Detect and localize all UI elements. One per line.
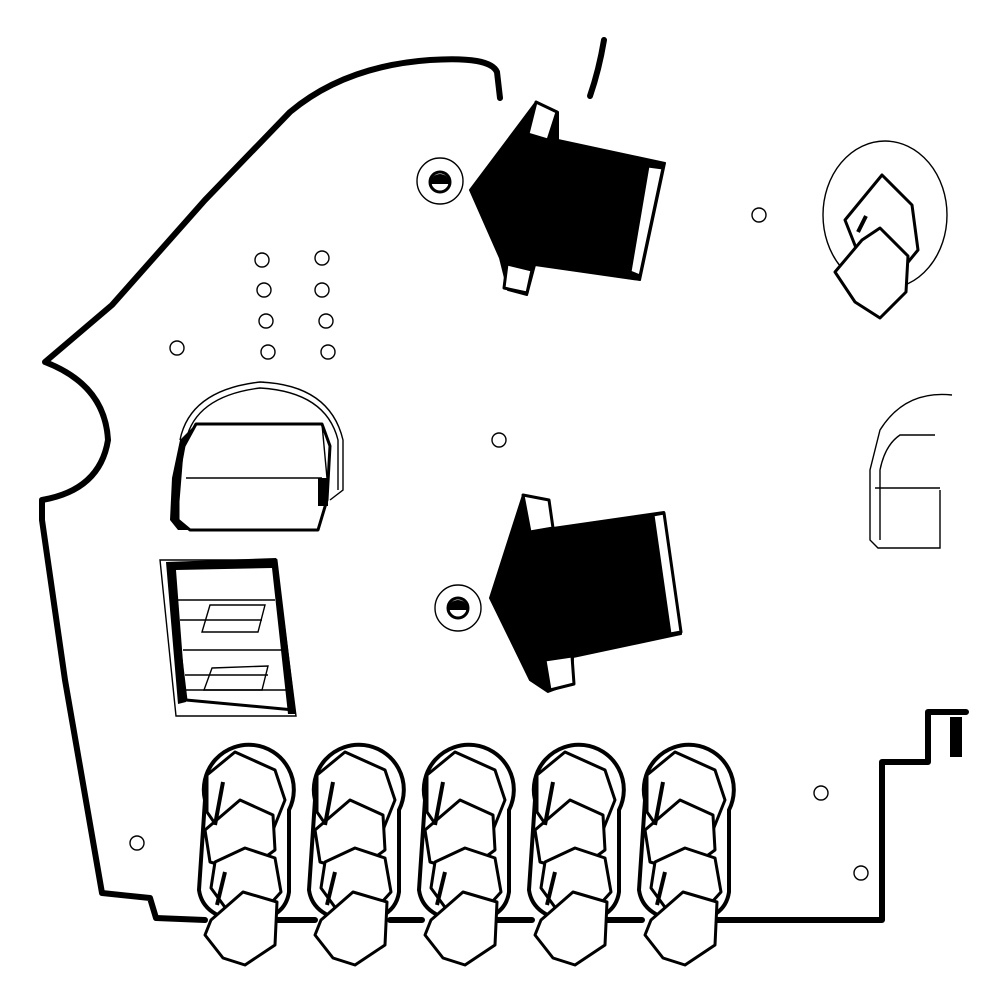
- terminal-slot: [323, 781, 335, 826]
- relay-footprint: [179, 381, 344, 501]
- terminal-tip: [203, 890, 279, 967]
- via: [314, 250, 330, 266]
- relay-body: [176, 422, 332, 532]
- terminal-slot: [215, 871, 227, 906]
- via: [169, 340, 185, 356]
- relay-frame-edge: [166, 558, 296, 714]
- connector-ferrule-band: [651, 511, 683, 636]
- relay-contact: [201, 604, 266, 633]
- via: [254, 252, 270, 268]
- terminal-slot: [325, 871, 337, 906]
- relay-footprint-inner: [185, 387, 339, 490]
- board-outline: [39, 56, 969, 923]
- connector-latch-top: [526, 100, 559, 142]
- crimp-terminal-upper-right: [822, 140, 948, 320]
- relay-seam: [321, 423, 328, 479]
- board-edge-fragment: [587, 37, 607, 99]
- via: [129, 835, 145, 851]
- crimp-terminal: [416, 742, 516, 967]
- via: [258, 313, 274, 329]
- via: [491, 432, 507, 448]
- via-grid: [254, 250, 336, 360]
- terminal-slot: [545, 871, 557, 906]
- connector-latch-bottom: [502, 262, 534, 295]
- crimp-terminal: [196, 742, 296, 967]
- terminal-slot: [435, 871, 447, 906]
- terminal-tip: [313, 890, 389, 967]
- via: [320, 344, 336, 360]
- connector-body: [469, 101, 666, 296]
- terminal-slot: [433, 781, 445, 826]
- terminal-slot: [543, 781, 555, 826]
- via: [813, 785, 829, 801]
- fiber-connector-top: [416, 100, 666, 296]
- terminal-tip: [643, 890, 719, 967]
- via: [260, 344, 276, 360]
- edge-tab: [950, 717, 962, 757]
- relay-pin: [318, 478, 328, 506]
- relay-upper: [170, 381, 344, 532]
- connector-body: [489, 494, 682, 693]
- terminal-barrel: [833, 226, 910, 320]
- component-outline: [869, 393, 953, 549]
- via: [256, 282, 272, 298]
- via: [853, 865, 869, 881]
- terminal-slot: [655, 871, 667, 906]
- connector-ferrule-band: [628, 164, 665, 278]
- terminal-slot: [856, 215, 868, 233]
- edge-component-right: [869, 393, 953, 549]
- terminal-tip: [423, 890, 499, 967]
- fiber-connector-middle: [434, 493, 683, 693]
- relay-contact: [203, 665, 269, 691]
- crimp-terminal-row: [196, 742, 736, 967]
- via: [314, 282, 330, 298]
- relay-lower: [159, 558, 297, 717]
- connector-latch-top: [521, 493, 555, 534]
- terminal-slot: [213, 781, 225, 826]
- eyelet-fill: [448, 600, 468, 610]
- via: [751, 207, 767, 223]
- terminal-tip: [533, 890, 609, 967]
- crimp-terminal: [526, 742, 626, 967]
- eyelet-fill: [430, 174, 450, 184]
- crimp-terminal: [636, 742, 736, 967]
- via: [318, 313, 334, 329]
- component-outline: [879, 434, 935, 540]
- terminal-slot: [653, 781, 665, 826]
- connector-latch-bottom: [543, 654, 576, 692]
- relay-shadow: [170, 424, 196, 530]
- crimp-terminal: [306, 742, 406, 967]
